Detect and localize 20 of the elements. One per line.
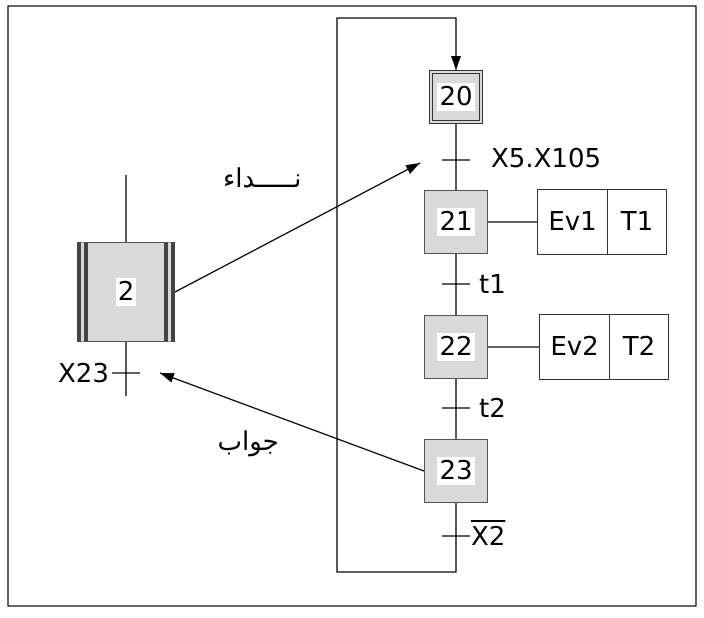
step-box: 22 xyxy=(424,315,488,379)
connector-line xyxy=(455,379,457,439)
connector-line xyxy=(455,124,457,190)
arrow xyxy=(336,17,461,573)
connector-line xyxy=(125,342,127,396)
edge-label: جواب xyxy=(216,428,280,458)
macro-step-box: 2 xyxy=(77,242,175,342)
connector-line xyxy=(125,175,127,242)
action-box: T2 xyxy=(609,314,669,380)
step-box: 21 xyxy=(424,190,488,254)
arrow xyxy=(174,162,420,293)
connector-line xyxy=(455,254,457,315)
connector-line xyxy=(488,221,537,223)
action-box: Ev2 xyxy=(539,314,610,380)
action-box: T1 xyxy=(607,189,667,255)
initial-step-box: 20 xyxy=(429,70,483,124)
arrow xyxy=(160,372,424,472)
step-box: 23 xyxy=(424,439,488,503)
connector-line xyxy=(488,346,539,348)
action-box: Ev1 xyxy=(537,189,608,255)
